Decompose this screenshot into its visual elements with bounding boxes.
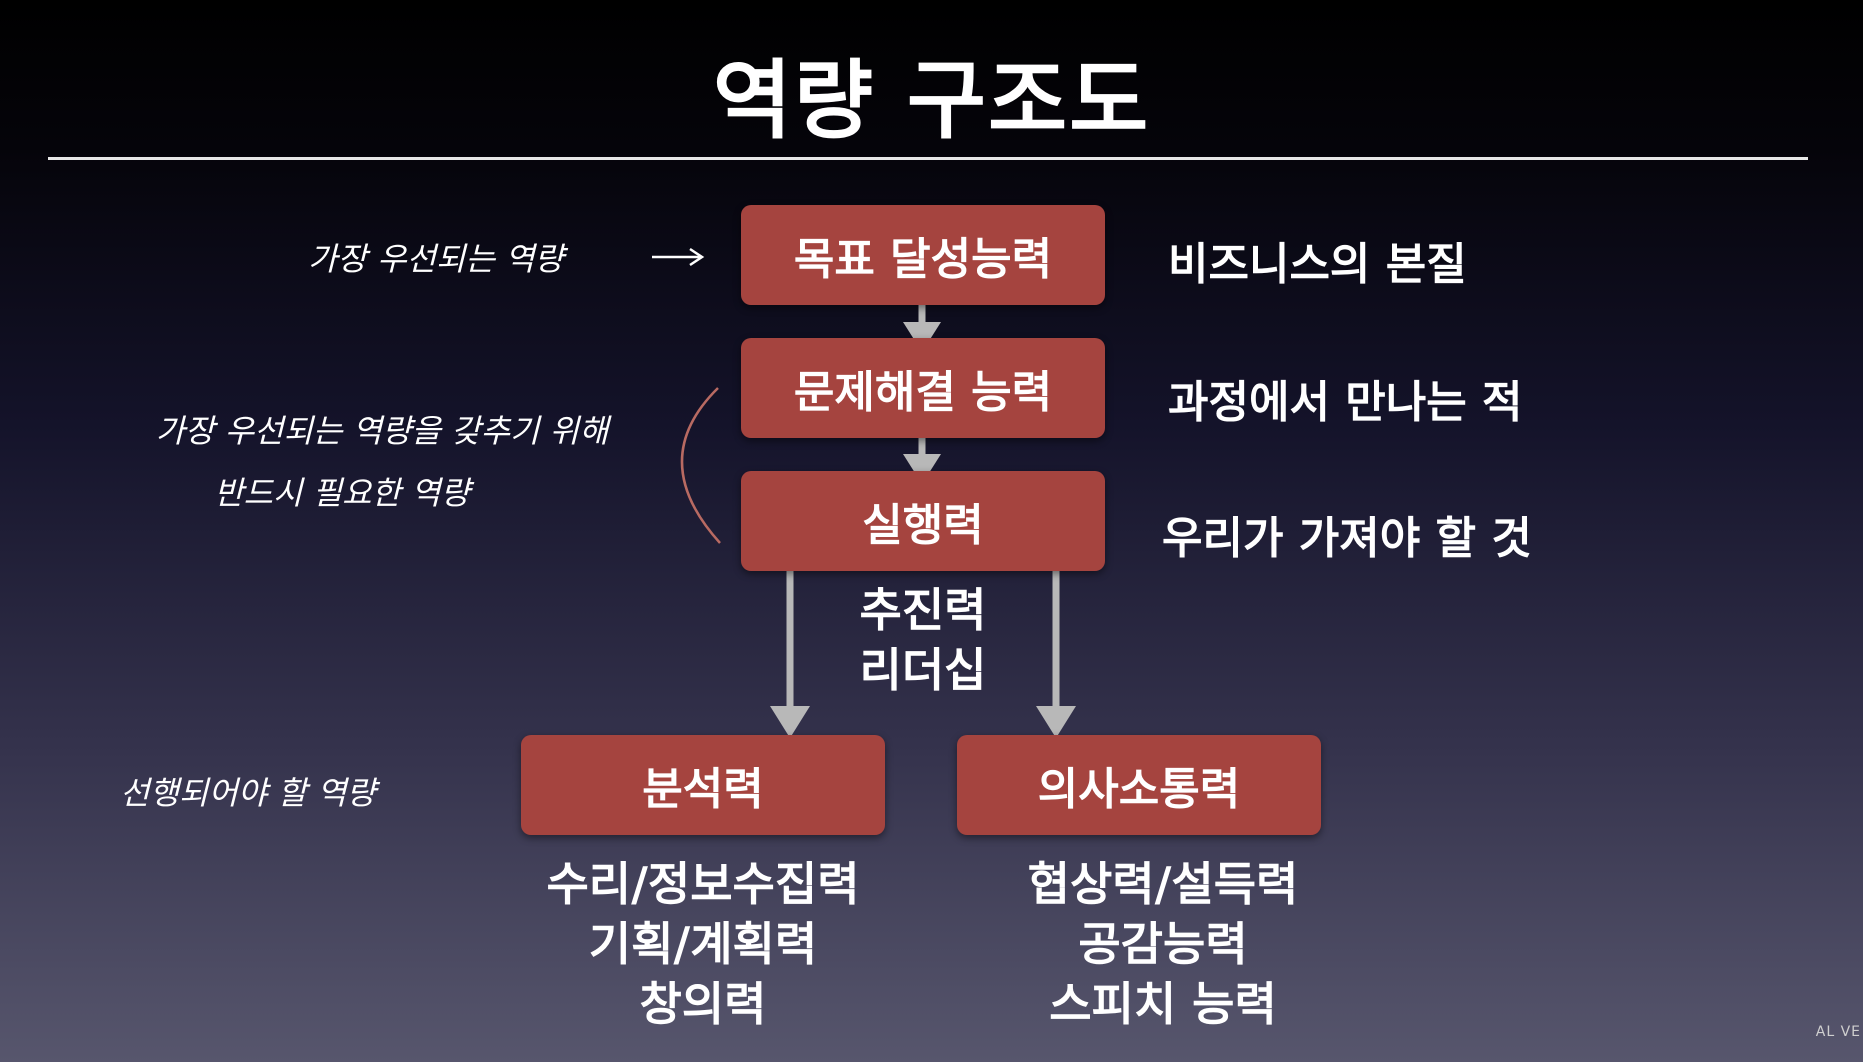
list-item: 추진력 [859, 583, 987, 637]
list-item: 창의력 [639, 977, 767, 1031]
annotation-required: 가장 우선되는 역량을 갖추기 위해 반드시 필요한 역량 [102, 400, 662, 524]
arrow-icon [652, 247, 705, 267]
list-item: 기획/계획력 [588, 917, 818, 971]
list-item: 수리/정보수집력 [546, 857, 860, 911]
analysis-sub-list: 수리/정보수집력 기획/계획력 창의력 [503, 854, 903, 1034]
bracket-curve [680, 387, 721, 544]
execution-sub-list: 추진력 리더십 [823, 580, 1023, 700]
list-item: 리더십 [859, 643, 987, 697]
title-divider [48, 157, 1808, 160]
box-communication: 의사소통력 [957, 735, 1321, 835]
label-obstacle: 과정에서 만나는 적 [1168, 377, 1523, 428]
communication-sub-list: 협상력/설득력 공감능력 스피치 능력 [963, 854, 1363, 1034]
arrow-execution-to-communication [1036, 554, 1076, 738]
label-what-we-need: 우리가 가져야 할 것 [1162, 513, 1532, 564]
arrow-execution-to-analysis [770, 554, 810, 738]
annotation-required-line2: 반드시 필요한 역량 [214, 474, 470, 512]
box-analysis: 분석력 [521, 735, 885, 835]
box-problem-solving: 문제해결 능력 [741, 338, 1105, 438]
page-title: 역량 구조도 [712, 51, 1151, 151]
list-item: 협상력/설득력 [1027, 857, 1299, 911]
box-goal-achievement: 목표 달성능력 [741, 205, 1105, 305]
annotation-prerequisite: 선행되어야 할 역량 [120, 774, 376, 812]
watermark-logo: AL VE [1815, 1024, 1861, 1040]
box-execution: 실행력 [741, 471, 1105, 571]
annotation-top-priority: 가장 우선되는 역량 [308, 240, 564, 278]
list-item: 공감능력 [1078, 917, 1248, 971]
annotation-required-line1: 가장 우선되는 역량을 갖추기 위해 [155, 412, 609, 450]
list-item: 스피치 능력 [1049, 977, 1277, 1031]
label-business-essence: 비즈니스의 본질 [1168, 239, 1467, 290]
